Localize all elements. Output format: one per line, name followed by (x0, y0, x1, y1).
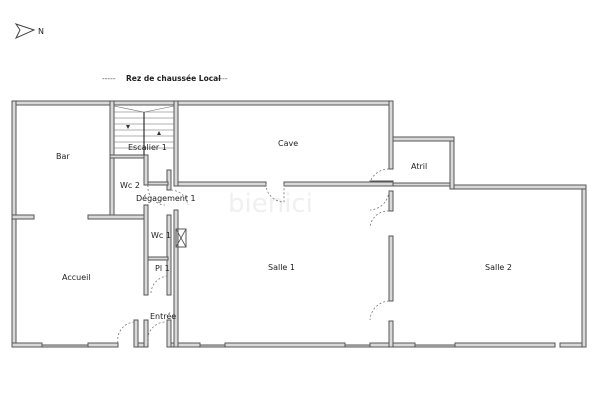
room-salle1: Salle 1 (268, 263, 295, 272)
room-escalier: Escalier 1 (128, 143, 167, 152)
north-label: N (38, 27, 44, 36)
staircase-icon (113, 105, 175, 155)
room-entree: Entrée (150, 311, 176, 321)
room-accueil: Accueil (62, 273, 91, 282)
title-dash-right: ----- (214, 74, 228, 83)
room-wc1: Wc 1 (151, 231, 171, 240)
door-swings (117, 168, 390, 344)
room-bar: Bar (56, 152, 70, 161)
room-pl1: Pl 1 (155, 264, 170, 273)
walls (11, 100, 587, 348)
north-arrow-icon (14, 23, 36, 40)
room-wc2: Wc 2 (120, 181, 140, 190)
room-cave: Cave (278, 139, 298, 148)
title-dash-left: ----- (102, 74, 116, 83)
room-atril: Atril (411, 162, 427, 171)
room-degagement: Dégagement 1 (136, 193, 196, 203)
watermark: bienici (228, 189, 313, 219)
room-salle2: Salle 2 (485, 263, 512, 272)
plan-title: Rez de chaussée Local (126, 74, 221, 83)
duct-icon (175, 228, 187, 248)
